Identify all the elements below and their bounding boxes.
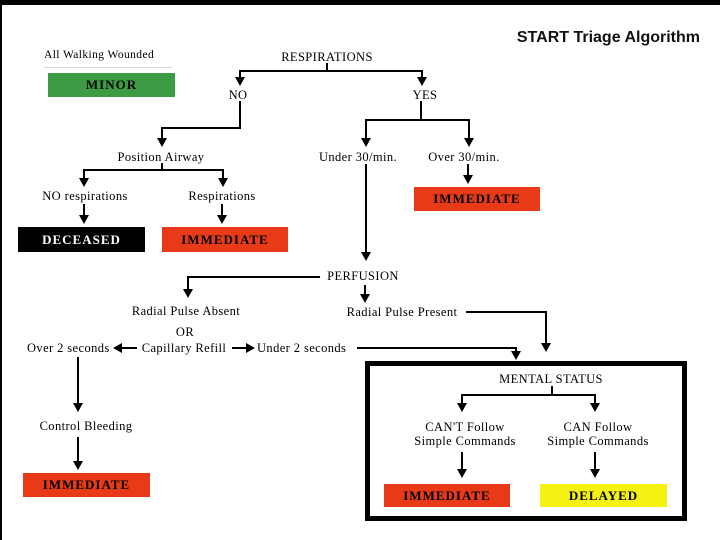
arrowhead-right: [246, 343, 255, 353]
node-respirations-present: Respirations: [188, 189, 256, 203]
node-yes: YES: [412, 88, 438, 102]
connector: [232, 347, 248, 349]
arrowhead-down: [541, 343, 551, 352]
node-can-follow-line1: CAN Follow: [563, 420, 633, 434]
box-delayed: DELAYED: [540, 484, 667, 507]
connector: [161, 127, 241, 129]
connector: [357, 347, 517, 349]
connector: [461, 452, 463, 470]
arrowhead-down: [157, 138, 167, 147]
arrowhead-down: [79, 178, 89, 187]
connector: [365, 119, 367, 139]
connector: [515, 347, 517, 352]
arrowhead-down: [235, 77, 245, 86]
node-radial-pulse-present: Radial Pulse Present: [346, 305, 458, 319]
connector: [365, 164, 367, 253]
connector: [187, 276, 320, 278]
connector: [461, 394, 596, 396]
arrowhead-down: [417, 77, 427, 86]
node-position-airway: Position Airway: [117, 150, 205, 164]
connector: [161, 163, 163, 171]
arrowhead-down: [361, 252, 371, 261]
node-control-bleeding: Control Bleeding: [39, 419, 133, 433]
arrowhead-down: [590, 469, 600, 478]
connector: [221, 204, 223, 216]
node-under-30-min: Under 30/min.: [318, 150, 398, 164]
node-no-respirations: NO respirations: [42, 189, 128, 203]
connector: [326, 63, 328, 71]
connector: [364, 285, 366, 295]
connector: [77, 357, 79, 404]
connector: [77, 437, 79, 462]
arrowhead-down: [79, 215, 89, 224]
node-over-2-seconds: Over 2 seconds: [27, 341, 110, 355]
arrowhead-down: [73, 461, 83, 470]
arrowhead-down: [218, 178, 228, 187]
box-immediate-respiration: IMMEDIATE: [414, 187, 540, 211]
arrowhead-down: [457, 469, 467, 478]
box-deceased: DECEASED: [18, 227, 145, 252]
node-capillary-refill: Capillary Refill: [141, 341, 227, 355]
arrowhead-left: [113, 343, 122, 353]
connector: [594, 394, 596, 404]
box-minor: MINOR: [48, 73, 175, 97]
connector: [187, 276, 189, 290]
connector: [83, 169, 85, 179]
connector: [594, 452, 596, 470]
node-perfusion: PERFUSION: [327, 269, 399, 283]
arrowhead-down: [464, 138, 474, 147]
connector: [121, 347, 137, 349]
node-mental-status: MENTAL STATUS: [499, 372, 603, 386]
node-cant-follow-line1: CAN'T Follow: [425, 420, 505, 434]
node-can-follow-line2: Simple Commands: [547, 434, 649, 449]
connector: [461, 394, 463, 404]
node-under-2-seconds: Under 2 seconds: [257, 341, 347, 355]
connector: [468, 119, 470, 139]
arrowhead-down: [360, 294, 370, 303]
arrowhead-down: [73, 403, 83, 412]
box-immediate-mental: IMMEDIATE: [384, 484, 510, 507]
mental-status-frame: [365, 361, 687, 521]
connector: [239, 70, 423, 72]
arrowhead-down: [457, 403, 467, 412]
arrowhead-down: [511, 351, 521, 360]
connector: [551, 386, 553, 396]
connector: [83, 204, 85, 216]
connector: [421, 70, 423, 78]
node-or: OR: [175, 325, 195, 339]
connector: [83, 169, 224, 171]
node-all-walking-wounded: All Walking Wounded: [44, 49, 155, 61]
connector: [466, 311, 547, 313]
connector: [239, 70, 241, 78]
walking-wounded-underline: [44, 67, 172, 68]
node-radial-pulse-absent: Radial Pulse Absent: [131, 304, 241, 318]
node-cant-follow-line2: Simple Commands: [414, 434, 516, 449]
arrowhead-down: [463, 175, 473, 184]
connector: [222, 169, 224, 179]
page-title: START Triage Algorithm: [516, 29, 700, 46]
top-border-bar: [0, 0, 720, 5]
connector: [161, 127, 163, 139]
connector: [365, 119, 470, 121]
node-over-30-min: Over 30/min.: [428, 150, 500, 164]
box-immediate-perfusion: IMMEDIATE: [23, 473, 150, 497]
arrowhead-down: [217, 215, 227, 224]
node-no: NO: [228, 88, 248, 102]
connector: [467, 164, 469, 176]
node-respirations: RESPIRATIONS: [281, 50, 373, 64]
connector: [420, 101, 422, 121]
connector: [545, 311, 547, 344]
connector: [239, 101, 241, 129]
arrowhead-down: [361, 138, 371, 147]
arrowhead-down: [183, 289, 193, 298]
left-border-line: [0, 5, 2, 540]
arrowhead-down: [590, 403, 600, 412]
box-immediate-airway: IMMEDIATE: [162, 227, 288, 252]
